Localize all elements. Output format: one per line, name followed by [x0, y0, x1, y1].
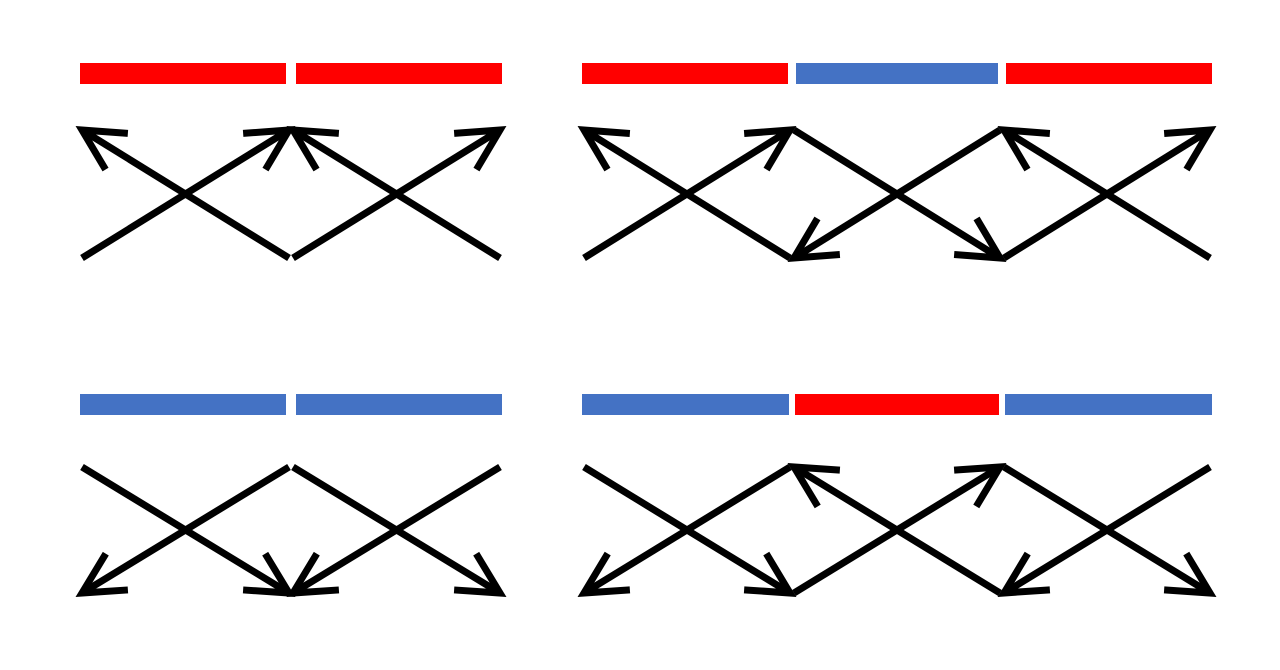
arrowhead [286, 551, 340, 597]
arrow-down-right [291, 464, 507, 597]
arrowhead [743, 125, 797, 172]
arrowhead [997, 125, 1051, 172]
bar-segment-blue [80, 394, 286, 415]
arrowhead [577, 125, 631, 172]
bar-segment-red [1006, 63, 1212, 84]
panel-bottom-left [75, 394, 507, 597]
arrowhead [953, 463, 1007, 509]
bar-segment-red [795, 394, 999, 415]
arrowhead [453, 551, 507, 597]
arrowhead [787, 216, 841, 263]
arrow-shaft [792, 127, 1002, 261]
arrowhead [1163, 551, 1217, 597]
bar-segment-blue [582, 394, 789, 415]
arrow-up-left [787, 463, 1002, 596]
arrowhead [75, 126, 129, 172]
panel-top-left [75, 63, 507, 261]
arrow-shaft [792, 464, 1002, 596]
arrow-up-left [286, 126, 502, 261]
arrow-shaft [1002, 464, 1212, 596]
arrowhead [577, 551, 631, 597]
arrow-down-right [792, 127, 1007, 263]
bar-segment-red [296, 63, 502, 84]
arrow-shaft [291, 127, 502, 261]
arrowhead [997, 551, 1051, 597]
arrowhead [286, 126, 340, 172]
arrow-up-left [75, 126, 291, 261]
panel-top-right [577, 63, 1217, 263]
panel-bottom-right [577, 394, 1217, 597]
bar-segment-blue [796, 63, 998, 84]
bar-segment-blue [296, 394, 502, 415]
arrowhead [242, 126, 296, 172]
arrowhead [787, 463, 841, 509]
bar-segment-red [80, 63, 286, 84]
arrowhead [1163, 125, 1217, 172]
arrow-shaft [1002, 127, 1212, 261]
arrowhead [75, 551, 129, 597]
bar-segment-red [582, 63, 788, 84]
arrowhead [953, 216, 1007, 263]
arrow-up-left [577, 125, 792, 261]
arrow-up-left [997, 125, 1212, 261]
arrowhead [453, 126, 507, 172]
arrow-shaft [291, 464, 502, 596]
arrow-down-right [1002, 464, 1217, 597]
arrow-down-right [582, 464, 797, 597]
arrow-shaft [582, 127, 792, 261]
bar-segment-blue [1005, 394, 1212, 415]
arrow-shaft [80, 127, 291, 261]
arrow-shaft [582, 464, 792, 596]
arrowhead [743, 551, 797, 597]
arrow-shaft [80, 464, 291, 596]
